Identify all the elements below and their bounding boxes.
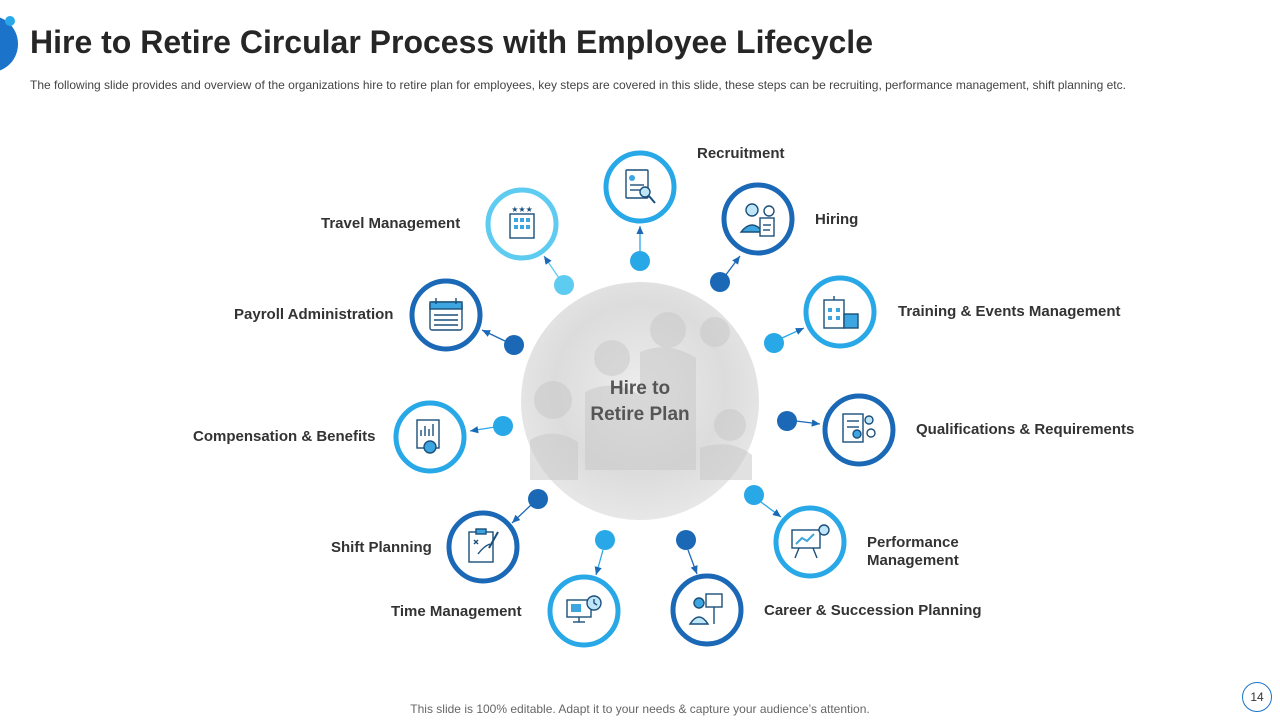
label-career-succession: Career & Succession Planning (764, 602, 982, 619)
connector-dot (630, 251, 650, 271)
connector-dot (744, 485, 764, 505)
connector-dot (777, 411, 797, 431)
node-recruitment (603, 150, 677, 271)
label-travel-management: Travel Management (321, 215, 461, 232)
career-presentation-icon (688, 593, 723, 625)
node-compensation-benefits (393, 400, 513, 474)
certificate-award-icon (842, 413, 876, 443)
node-career-succession (670, 530, 744, 647)
label-shift-planning: Shift Planning (331, 539, 432, 556)
training-board-icon (823, 296, 859, 329)
hotel-building-icon: ★★★ (509, 205, 535, 239)
label-training-events: Training & Events Management (898, 303, 1121, 320)
money-chart-icon (416, 419, 440, 454)
label-hiring: Hiring (815, 211, 859, 228)
center-label-line2: Retire Plan (590, 404, 690, 425)
label-payroll-administration: Payroll Administration (234, 306, 394, 323)
corner-accent-dot (5, 16, 15, 26)
center-photo (521, 282, 759, 520)
page-number: 14 (1242, 682, 1272, 712)
connector-dot (493, 416, 513, 436)
node-training-events (764, 275, 877, 353)
center-label: Hire to Retire Plan (560, 376, 720, 428)
connector-dot (710, 272, 730, 292)
slide-title: Hire to Retire Circular Process with Emp… (30, 24, 873, 60)
footer-note: This slide is 100% editable. Adapt it to… (410, 702, 870, 716)
interview-icon (739, 203, 775, 237)
connector-dot (528, 489, 548, 509)
node-shift-planning (446, 489, 548, 584)
node-performance (744, 485, 847, 579)
connector-dot (554, 275, 574, 295)
center-label-line1: Hire to (609, 378, 671, 399)
node-payroll-administration (409, 278, 524, 355)
presentation-chart-icon (791, 524, 830, 559)
label-qualifications: Qualifications & Requirements (916, 421, 1135, 438)
corner-accent-shape (0, 16, 18, 72)
strategy-clipboard-icon (468, 528, 499, 563)
label-recruitment: Recruitment (697, 145, 785, 162)
resume-search-icon (625, 169, 656, 204)
computer-clock-icon (566, 595, 602, 623)
connector-dot (676, 530, 696, 550)
node-time-management (547, 530, 621, 648)
node-travel-management: ★★★ (485, 187, 574, 295)
label-compensation-benefits: Compensation & Benefits (193, 428, 376, 445)
node-hiring (710, 182, 795, 292)
calendar-icon (429, 298, 463, 331)
label-time-management: Time Management (391, 603, 522, 620)
label-performance-line1: Performance (867, 534, 959, 551)
svg-text:★★★: ★★★ (511, 205, 533, 214)
label-performance-line2: Management (867, 552, 959, 569)
slide-subtitle: The following slide provides and overvie… (30, 78, 1126, 92)
label-performance: Performance Management (867, 534, 959, 570)
connector-dot (504, 335, 524, 355)
connector-dot (764, 333, 784, 353)
connector-dot (595, 530, 615, 550)
node-qualifications (777, 393, 896, 467)
